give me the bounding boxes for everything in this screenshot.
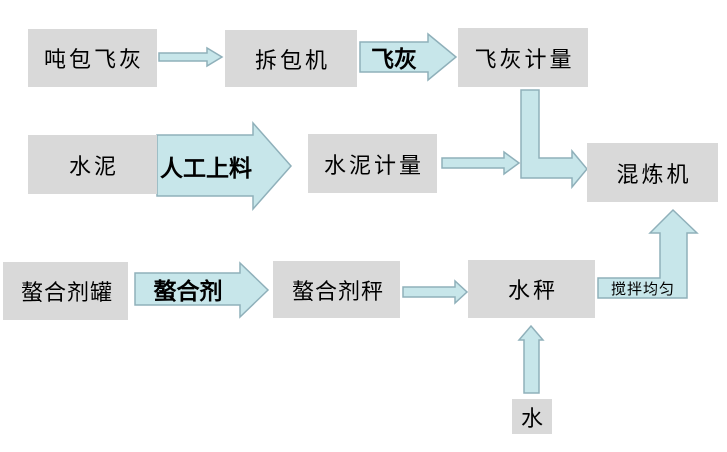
label-stir-evenly-arrow: 搅拌均匀 bbox=[610, 282, 675, 298]
arrow-water-scale-to-mixer-elbow bbox=[597, 208, 699, 299]
arrow-flyash-block bbox=[359, 32, 458, 82]
arrow-chelating-agent-block bbox=[134, 261, 270, 319]
box-mixer: 混炼机 bbox=[587, 143, 718, 202]
box-chelating-agent-tank: 螯合剂罐 bbox=[3, 262, 128, 320]
arrow-flyash-metering-to-mixer-elbow bbox=[520, 89, 588, 190]
box-water: 水 bbox=[512, 399, 552, 434]
box-ton-bag-fly-ash: 吨包飞灰 bbox=[28, 29, 157, 87]
box-fly-ash-metering: 飞灰计量 bbox=[458, 28, 588, 87]
arrow-water-to-water-scale bbox=[517, 324, 545, 394]
box-cement-metering: 水泥计量 bbox=[308, 134, 437, 193]
arrow-tonbag-to-unpacker bbox=[158, 46, 224, 68]
arrow-chelating-scale-to-water-scale bbox=[402, 279, 469, 305]
box-water-scale: 水秤 bbox=[468, 260, 595, 318]
box-cement: 水泥 bbox=[28, 135, 157, 194]
arrow-manual-feeding-block bbox=[156, 121, 293, 211]
arrow-cement-metering-to-junction bbox=[441, 150, 521, 176]
box-unpacker: 拆包机 bbox=[225, 30, 357, 87]
box-chelating-agent-scale: 螯合剂秤 bbox=[273, 261, 400, 318]
label-manual-feeding-arrow: 人工上料 bbox=[160, 155, 252, 181]
label-fly-ash-arrow: 飞灰 bbox=[371, 47, 417, 72]
label-chelating-agent-arrow: 螯合剂 bbox=[153, 278, 223, 304]
